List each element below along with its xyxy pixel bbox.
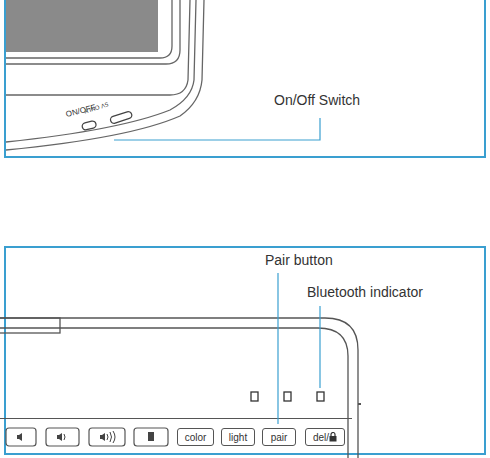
edge-mark <box>358 403 361 405</box>
keyboard-line <box>0 418 352 419</box>
lid-outline <box>6 0 180 64</box>
part-label: Bluetooth indicator <box>307 284 423 300</box>
hinge <box>0 318 60 333</box>
keyboard-inner <box>0 328 348 458</box>
key-label: light <box>229 432 247 443</box>
indicator <box>284 392 291 401</box>
lid-edge <box>6 0 172 58</box>
battery-icon <box>148 432 154 441</box>
volume-up-key <box>89 428 125 446</box>
part-label: On/Off Switch <box>274 92 360 108</box>
key: pair <box>262 428 296 446</box>
panel-border <box>5 247 485 454</box>
key: color <box>177 428 214 446</box>
volume-down-key <box>46 428 79 446</box>
screen <box>6 0 158 52</box>
speaker-icon <box>100 433 105 441</box>
key-label: del/ <box>313 432 329 443</box>
key-label: pair <box>271 432 288 443</box>
case-top <box>6 0 190 95</box>
mute-key <box>6 428 36 446</box>
key: light <box>221 428 255 446</box>
port-label: 5V ONLY <box>83 101 109 114</box>
speaker-icon <box>17 433 22 441</box>
indicator <box>251 392 258 401</box>
battery-key <box>134 428 168 446</box>
leader-line <box>277 273 278 424</box>
leader-line <box>114 118 320 140</box>
speaker-icon <box>57 433 62 441</box>
panel-border <box>5 0 485 157</box>
key: del/ <box>305 428 345 446</box>
switch <box>81 120 96 130</box>
keyboard-outline <box>0 318 358 458</box>
key-label: color <box>185 432 207 443</box>
bluetooth-indicator <box>317 392 324 401</box>
usb-port <box>110 111 133 124</box>
part-label: Pair button <box>265 252 333 268</box>
lock-icon <box>329 432 337 442</box>
case-base <box>6 0 204 150</box>
leader-line <box>319 306 320 388</box>
